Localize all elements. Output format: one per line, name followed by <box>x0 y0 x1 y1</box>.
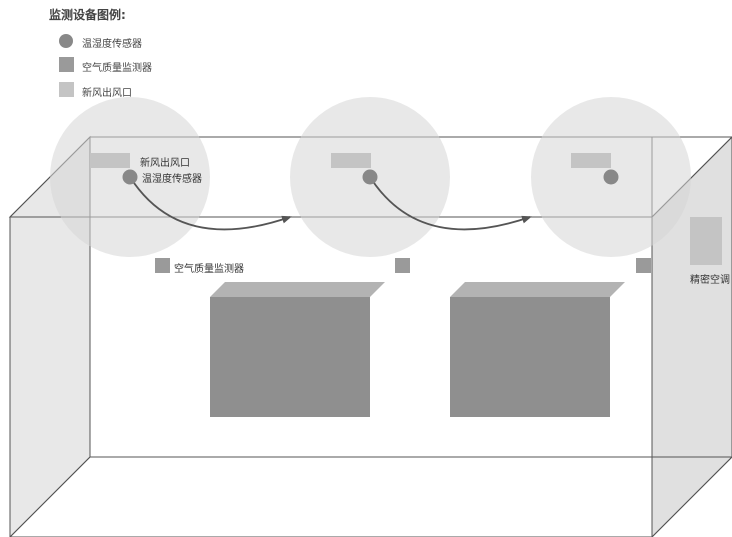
legend-label-air-monitor: 空气质量监测器 <box>82 63 152 74</box>
sensor-1 <box>122 169 138 185</box>
air-monitor-1 <box>155 258 170 273</box>
outlet-annotation: 新风出风口 <box>140 158 190 169</box>
legend-label-sensor: 温湿度传感器 <box>82 39 142 50</box>
sensor-3 <box>603 169 619 185</box>
legend-title: 监测设备图例: <box>49 8 126 22</box>
legend-square-icon <box>59 57 74 72</box>
legend-rect-icon <box>59 82 74 97</box>
ac-annotation: 精密空调 <box>690 275 730 286</box>
room-floor <box>9 456 732 537</box>
cabinet-2-top <box>450 282 625 297</box>
precision-ac-unit <box>690 217 722 265</box>
outlet-1 <box>90 153 130 168</box>
cabinet-1-front <box>210 297 370 417</box>
air-monitor-3 <box>636 258 651 273</box>
sensor-2 <box>362 169 378 185</box>
air-monitor-2 <box>395 258 410 273</box>
outlet-3 <box>571 153 611 168</box>
legend-circle-icon <box>59 34 73 48</box>
airflow-arrow-2 <box>369 176 532 231</box>
legend-label-outlet: 新风出风口 <box>82 88 132 99</box>
sensor-annotation: 温湿度传感器 <box>142 174 202 185</box>
cabinet-2-front <box>450 297 610 417</box>
airflow-arrow-1 <box>129 176 292 231</box>
outlet-2 <box>331 153 371 168</box>
air-monitor-annotation: 空气质量监测器 <box>174 264 244 275</box>
cabinet-1-top <box>210 282 385 297</box>
